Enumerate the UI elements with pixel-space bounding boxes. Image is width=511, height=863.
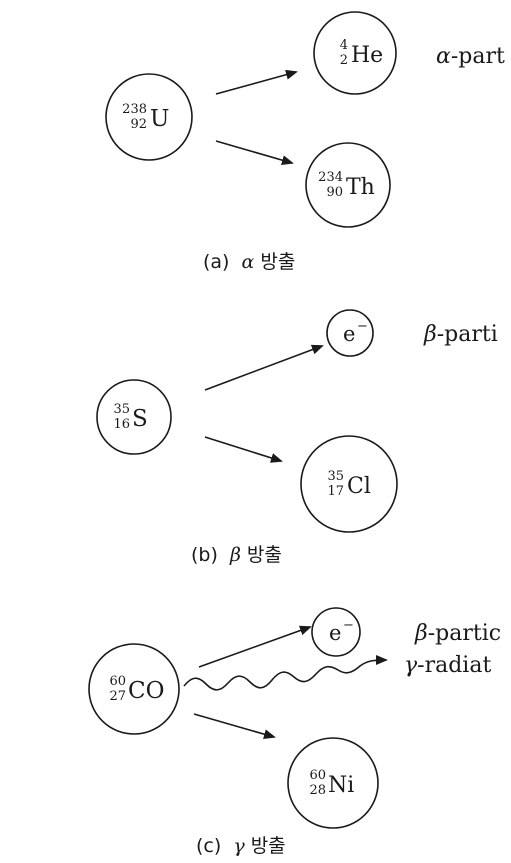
- electron-symbol-c: e: [329, 621, 341, 645]
- cl-atomic-number: 17: [327, 484, 344, 499]
- chlorine-35-node: 35 17 Cl: [300, 435, 398, 533]
- thorium-234-node: 234 90 Th: [305, 142, 391, 228]
- helium-4-node: 4 2 He: [313, 11, 397, 95]
- arrow-s-to-cl: [204, 436, 283, 463]
- arrow-u-to-he: [215, 69, 298, 95]
- u-atomic-number: 92: [130, 117, 147, 132]
- he-mass-number: 4: [340, 38, 348, 53]
- th-atomic-number: 90: [326, 185, 343, 200]
- s-symbol: S: [132, 406, 148, 432]
- cl-mass-number: 35: [327, 469, 344, 484]
- s-mass-number: 35: [113, 402, 130, 417]
- co-mass-number: 60: [109, 674, 126, 689]
- beta-particle-label-c: β-partic: [414, 621, 501, 646]
- ni-atomic-number: 28: [309, 783, 326, 798]
- arrow-s-to-electron: [204, 344, 324, 391]
- u-mass-number: 238: [122, 102, 147, 117]
- alpha-particle-label: α-part: [436, 44, 505, 69]
- co-symbol: CO: [128, 678, 164, 704]
- ni-symbol: Ni: [328, 773, 354, 798]
- nickel-60-node: 60 28 Ni: [287, 737, 379, 829]
- electron-charge-c: −: [343, 618, 354, 633]
- sulfur-35-node: 35 16 S: [96, 379, 172, 455]
- electron-charge-b: −: [357, 319, 368, 334]
- uranium-238-node: 238 92 U: [105, 73, 193, 161]
- electron-node-b: e −: [326, 309, 374, 357]
- u-symbol: U: [150, 106, 169, 132]
- electron-symbol-b: e: [343, 322, 355, 346]
- he-symbol: He: [351, 43, 383, 68]
- th-symbol: Th: [346, 175, 375, 200]
- panel-c: 60 27 CO e − β-partic γ-radiat 60 28 Ni: [88, 607, 501, 857]
- beta-particle-label-b: β-parti: [423, 322, 498, 347]
- s-atomic-number: 16: [113, 417, 130, 432]
- arrow-co-to-electron: [198, 625, 312, 668]
- th-mass-number: 234: [318, 170, 343, 185]
- co-atomic-number: 27: [109, 689, 126, 704]
- gamma-wave-arrow: [183, 655, 388, 691]
- arrow-u-to-th: [215, 140, 294, 166]
- electron-node-c: e −: [311, 607, 361, 657]
- he-atomic-number: 2: [340, 53, 348, 68]
- cobalt-60-node: 60 27 CO: [88, 643, 180, 735]
- ni-mass-number: 60: [309, 768, 326, 783]
- gamma-radiation-label: γ-radiat: [404, 653, 491, 678]
- cl-symbol: Cl: [347, 474, 371, 499]
- arrow-co-to-ni: [193, 713, 276, 740]
